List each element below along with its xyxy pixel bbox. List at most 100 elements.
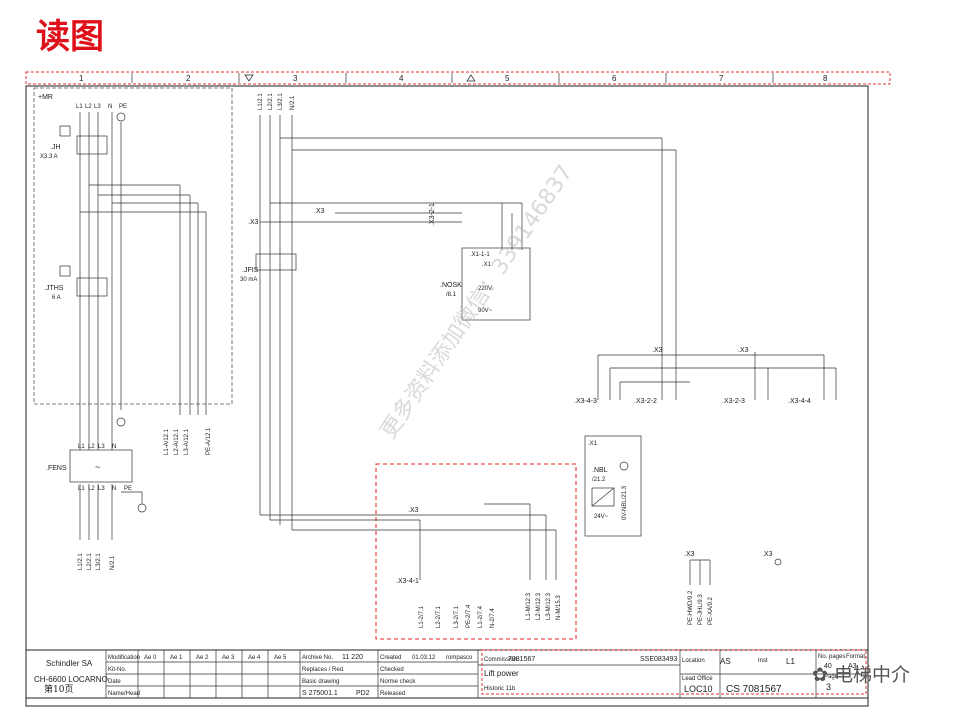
col-5: 5 [505, 74, 510, 83]
basic-rev: PD2 [356, 690, 370, 697]
term-pe: PE [119, 104, 127, 110]
jfis-rating: 30 mA [240, 277, 257, 283]
lead-value: LOC10 [684, 684, 713, 694]
row-label: Date [108, 679, 121, 685]
page-number: 第10页 [44, 685, 74, 695]
mid-out-2: L2-A/12.1 [174, 428, 180, 455]
basic-value: S 275001.1 [302, 690, 338, 697]
jths-breaker [76, 277, 108, 297]
breaker-handle-icon [59, 125, 71, 137]
red-out: N-2/7.4 [490, 608, 496, 628]
fens-out: L3 [98, 486, 105, 492]
top-ref-2: L2/2.1 [268, 93, 274, 110]
archive-label: Archive No. [302, 655, 333, 661]
red-out: L1-2/7.1 [419, 605, 425, 628]
jfis-rcd [255, 253, 297, 271]
highlight-region [375, 463, 577, 640]
row-label: Kit-No. [108, 667, 127, 673]
earth-icon [619, 461, 629, 471]
commission-label: Commission [484, 657, 517, 663]
inst-value: L1 [786, 657, 795, 666]
checked-label: Checked [380, 667, 404, 673]
norm-label: Norme check [380, 679, 416, 685]
x3-74-label: .X3 [762, 551, 773, 558]
row-label: Modification [108, 655, 140, 661]
earth-icon [137, 503, 147, 513]
drawing-number: CS 7081567 [726, 684, 782, 695]
fens-in: L2 [88, 444, 95, 450]
drawing-frame [25, 85, 869, 707]
pe-out: PE-JHL/9.3 [698, 594, 704, 625]
nbl-power-supply [584, 435, 642, 537]
location-value: AS [720, 657, 731, 666]
col-3: 3 [293, 74, 298, 83]
left-out-2: L2/2.1 [87, 553, 93, 570]
term-l3: L3 [94, 104, 101, 110]
x1-label: .X1 [482, 262, 492, 268]
x3-21-label: .X3 [652, 347, 663, 354]
x3-15-label: .X3 [684, 551, 695, 558]
mod-col: Ae 5 [274, 655, 287, 661]
wechat-text: 电梯中介 [833, 664, 910, 686]
format-value: A3 [848, 663, 857, 670]
triangle-marker-icon [244, 74, 254, 82]
fens-out: N [112, 486, 116, 492]
mod-col: Ae 0 [144, 655, 157, 661]
fens-out: PE [124, 486, 132, 492]
company-name: Schindler SA [46, 659, 93, 668]
mid-out-4: PE-A/12.1 [206, 427, 212, 455]
nbl-label: .NBL [592, 467, 608, 474]
term-l2: L2 [85, 104, 92, 110]
title-highlight [481, 649, 867, 695]
wechat-icon: ✿ [812, 664, 834, 686]
v90-label: 90V~ [478, 308, 493, 314]
wechat-badge: ✿ 电梯中介 [812, 660, 910, 687]
mod-col: Ae 1 [170, 655, 183, 661]
mid-out-1: L1-A/12.1 [164, 428, 170, 455]
top-ref-1: L1/2.1 [258, 93, 264, 110]
red-out: L2-2/7.1 [436, 605, 442, 628]
x3-4-1-label: .X3-4-1 [396, 578, 419, 585]
filter-icon: ~ [95, 462, 100, 472]
mr-enclosure [33, 87, 233, 405]
column-ruler: 1 2 3 4 5 6 7 8 [25, 71, 891, 85]
converter-icon [591, 487, 615, 507]
triangle-marker-icon [466, 74, 476, 82]
pe-out: PE-XA/9.2 [708, 596, 714, 625]
commission-value: 7081567 [508, 656, 535, 663]
archive-value: 11 220 [342, 654, 363, 661]
term-l1: L1 [76, 104, 83, 110]
mod-col: Ae 2 [196, 655, 209, 661]
jths-label: .JTHS [44, 285, 64, 292]
x3-25-label: .X3 [738, 347, 749, 354]
red-right: L3-M/12.3 [546, 592, 552, 620]
mr-label: +MR [38, 94, 53, 101]
left-out-3: L3/2.1 [96, 553, 102, 570]
x3-4-4-label: .X3-4-4 [788, 398, 811, 405]
nosk-label: .NOSK [440, 282, 462, 289]
fens-filter [69, 449, 133, 483]
row-label: Name/Head [108, 691, 140, 697]
red-out: PE-2/7.4 [466, 604, 472, 628]
format-label: Format [846, 654, 865, 660]
top-ref-4: N/2.1 [290, 95, 296, 110]
red-out: L3-2/7.1 [454, 605, 460, 628]
basic-label: Basic drawing [302, 679, 339, 685]
pages-value: 40 [824, 663, 832, 670]
x3-1-label: .X3 [408, 507, 419, 514]
v24-label: 24V~ [594, 514, 609, 520]
pe-out: PE-HWD/9.2 [688, 590, 694, 625]
jh-breaker [76, 135, 108, 155]
col-6: 6 [612, 74, 617, 83]
col-8: 8 [823, 74, 828, 83]
red-right: L2-M/12.3 [536, 592, 542, 620]
nbl-x1-label: .X1 [588, 441, 598, 447]
x3-2-2-label: .X3-2-2 [634, 398, 657, 405]
top-ref-3: L3/2.1 [278, 93, 284, 110]
fens-in: N [112, 444, 116, 450]
fens-in: L1 [78, 444, 85, 450]
created-by: rompasco [446, 655, 473, 661]
jh-label: .JH [50, 144, 61, 151]
left-out-4: N/2.1 [110, 555, 116, 570]
created-date: 01.03.12 [412, 655, 436, 661]
